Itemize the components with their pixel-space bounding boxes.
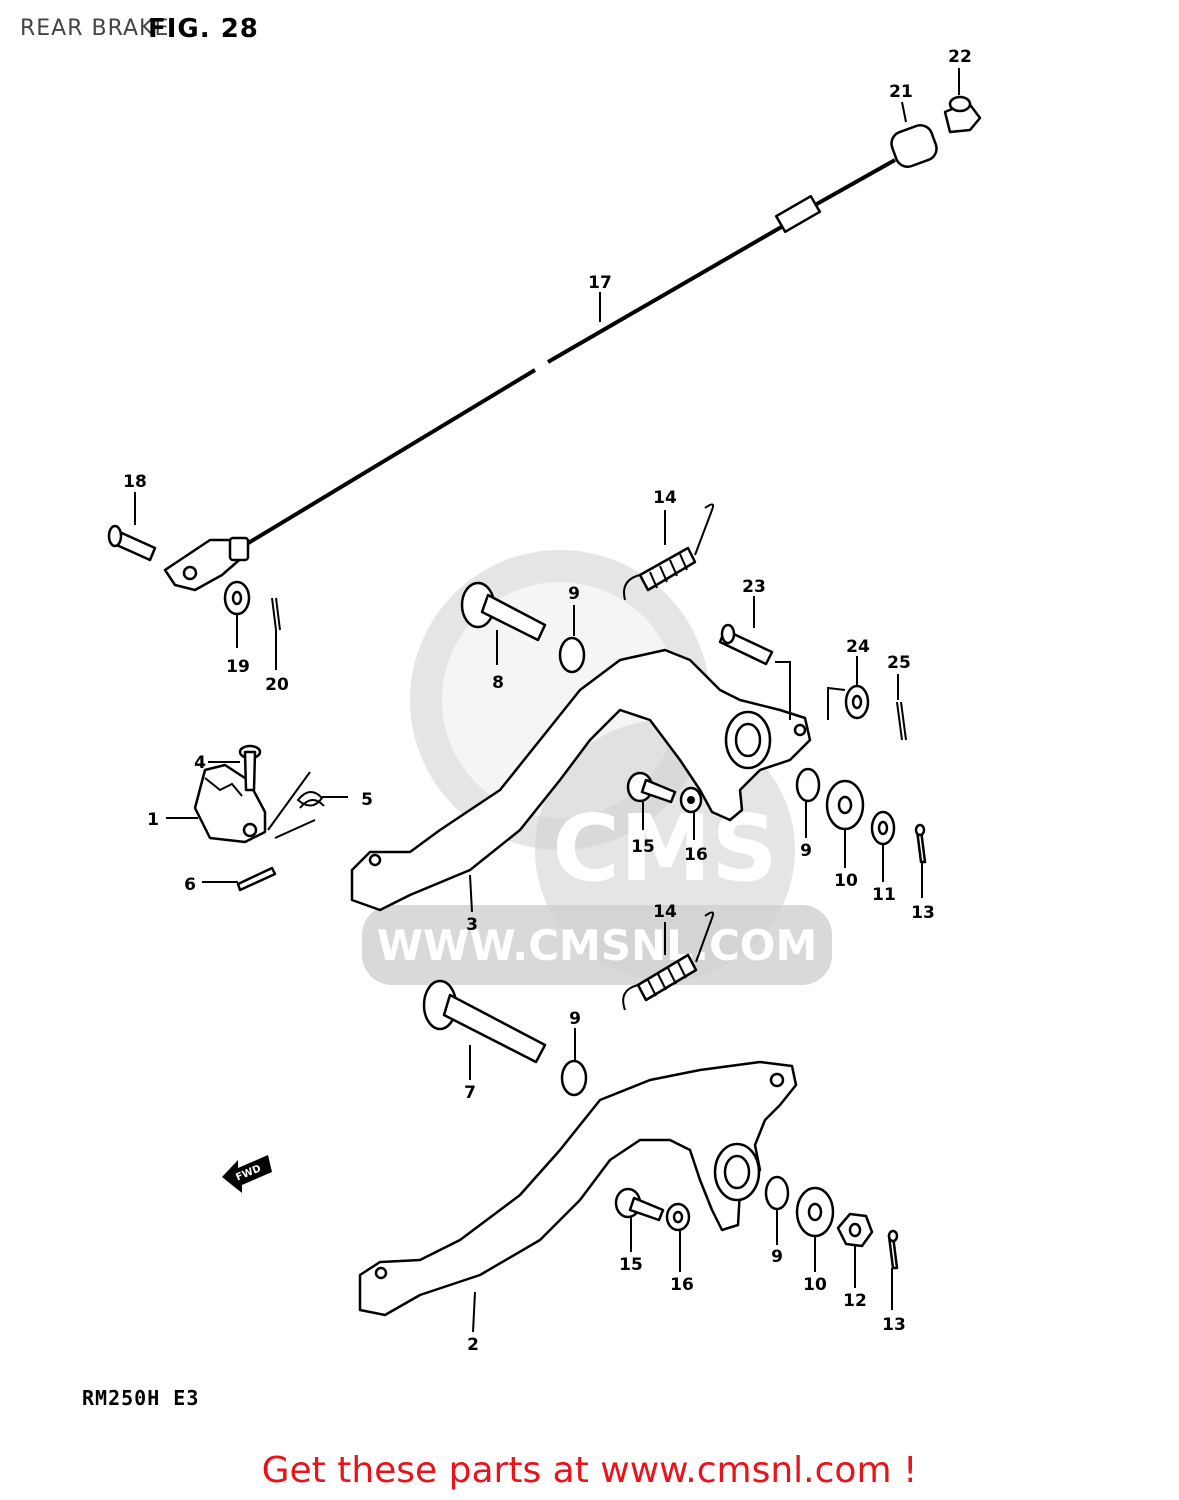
callout-14-upper: 14 [653, 488, 677, 508]
callout-1: 1 [147, 810, 159, 830]
adjuster-joint [890, 124, 938, 168]
brake-pedal-3 [350, 648, 812, 912]
stop-bolt-lower [614, 1187, 665, 1222]
pivot-bolt-8 [460, 581, 547, 642]
callout-numbers: 22 21 17 18 19 20 14 9 8 23 24 25 4 5 1 … [123, 47, 972, 1355]
washer-10-lower [795, 1186, 835, 1238]
joint-cotter-pin [896, 701, 907, 741]
washer [223, 580, 251, 616]
figure-label: FIG. 28 [148, 14, 259, 44]
callout-16-lower: 16 [670, 1275, 694, 1295]
washer-10-upper [825, 779, 865, 831]
callout-15-upper: 15 [631, 837, 655, 857]
callout-10-upper: 10 [834, 871, 858, 891]
fwd-arrow-icon: FWD [222, 1155, 272, 1193]
brake-pedal-2 [358, 1060, 798, 1317]
callout-17: 17 [588, 273, 612, 293]
step-spring [267, 771, 325, 839]
callout-13-lower: 13 [882, 1315, 906, 1335]
pivot-nut-12 [836, 1212, 874, 1248]
callout-9-b: 9 [800, 841, 812, 861]
callout-11: 11 [872, 885, 896, 905]
callout-3: 3 [466, 915, 478, 935]
callout-15-lower: 15 [619, 1255, 643, 1275]
callout-21: 21 [889, 82, 913, 102]
callout-19: 19 [226, 657, 250, 677]
page-title: REAR BRAKE [20, 16, 170, 41]
callout-6: 6 [184, 875, 196, 895]
callout-14-lower: 14 [653, 902, 677, 922]
callout-23: 23 [742, 577, 766, 597]
model-code: RM250H E3 [82, 1386, 200, 1410]
callout-8: 8 [492, 673, 504, 693]
callout-10-lower: 10 [803, 1275, 827, 1295]
o-ring [558, 636, 821, 1211]
callout-18: 18 [123, 472, 147, 492]
callout-20: 20 [265, 675, 289, 695]
pivot-bolt-7 [422, 979, 547, 1064]
stop-nut-lower [665, 1202, 691, 1232]
callout-2: 2 [467, 1335, 479, 1355]
callout-9-d: 9 [771, 1247, 783, 1267]
watermark-url: WWW.CMSNL.COM [377, 921, 818, 970]
callout-16-upper: 16 [684, 845, 708, 865]
callout-25: 25 [887, 653, 911, 673]
stop-nut-upper [679, 786, 703, 814]
callout-7: 7 [464, 1083, 476, 1103]
callout-22: 22 [948, 47, 972, 67]
callout-9-a: 9 [568, 584, 580, 604]
callout-24: 24 [846, 637, 870, 657]
washer-11 [870, 810, 896, 846]
callout-5: 5 [361, 790, 373, 810]
step-cotter-pin [236, 866, 277, 892]
step-pin [238, 744, 262, 792]
return-spring-upper [623, 503, 715, 601]
clevis-pin [107, 524, 157, 562]
adjuster-nut [943, 95, 982, 134]
callout-9-c: 9 [569, 1009, 581, 1029]
cotter-pin-13-lower [887, 1229, 899, 1270]
cotter-pin-13-upper [914, 823, 927, 864]
brake-rod [163, 158, 896, 592]
watermark-brand: CMS [552, 795, 777, 902]
return-spring-lower [622, 911, 715, 1011]
leader-lines [134, 68, 960, 1333]
callout-13-upper: 13 [911, 903, 935, 923]
footer-parts-link[interactable]: Get these parts at www.cmsnl.com ! [261, 1450, 918, 1491]
joint-washer [827, 684, 870, 720]
stop-bolt-upper [626, 771, 677, 804]
callout-12: 12 [843, 1291, 867, 1311]
joint-pin [718, 623, 791, 720]
callout-4: 4 [194, 753, 206, 773]
cotter-pin [271, 597, 281, 631]
